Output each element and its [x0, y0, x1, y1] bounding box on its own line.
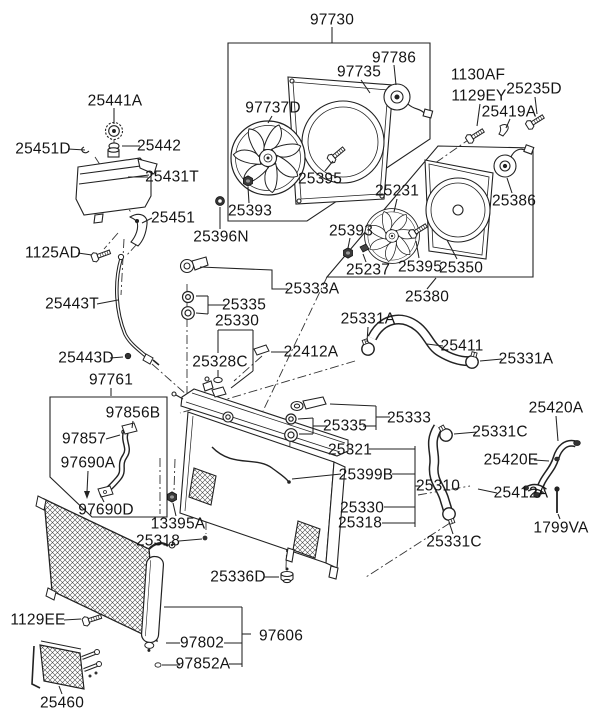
oil-cooler-drawing: [31, 640, 102, 690]
bolt-1799VA: [554, 486, 560, 513]
grommet-25336D: [280, 567, 294, 584]
radiator-drawing: [171, 376, 349, 580]
bolt-1130AF: [464, 125, 487, 146]
fan-blade-left: [230, 120, 306, 196]
reservoir-bracket-icon: [129, 213, 148, 247]
bolt-1125AD: [89, 246, 113, 264]
reservoir-clip-icon: [81, 146, 90, 154]
washer-25396N: [215, 196, 225, 206]
fan-shroud-left: [287, 76, 394, 205]
box-25380: [325, 145, 534, 278]
reservoir-pipe-drawing: [115, 253, 160, 366]
leader-lines: [58, 27, 561, 695]
nut-13395A: [167, 491, 177, 503]
bushings-25335-upper: [181, 290, 195, 320]
bolt-25235D: [524, 111, 547, 132]
fan-motor-left: [383, 83, 434, 119]
fan-shroud-right: [424, 159, 494, 260]
reservoir-tank-drawing: [75, 121, 158, 247]
nut-25393-left: [243, 175, 253, 187]
box-97761: [49, 396, 168, 518]
overflow-hose-25399B: [211, 446, 289, 482]
plug-25318: [202, 535, 208, 541]
fan-motor-right: [493, 144, 535, 178]
cap-parts-25328C: [211, 376, 227, 398]
shim-22412A: [253, 344, 270, 356]
nut-25393-right: [343, 247, 353, 259]
bushings-25335-lower: [284, 413, 298, 442]
radiator-top-tank: [180, 388, 349, 457]
bracket-25333A: [179, 256, 209, 274]
small-parts: [81, 111, 560, 628]
clip-25237: [359, 243, 370, 253]
condenser-bracket-drawing: [97, 422, 138, 498]
pipe-clip-icon: [124, 352, 132, 360]
fan-assembly-97730: [230, 76, 434, 205]
fan-assembly-25380: [358, 144, 535, 270]
clamp-25331A-right: [463, 350, 482, 371]
receiver-drier-icon: [140, 555, 165, 652]
hoses: [211, 314, 581, 517]
bracket-25333-lower: [290, 396, 327, 412]
condenser-drawing: [35, 495, 176, 652]
